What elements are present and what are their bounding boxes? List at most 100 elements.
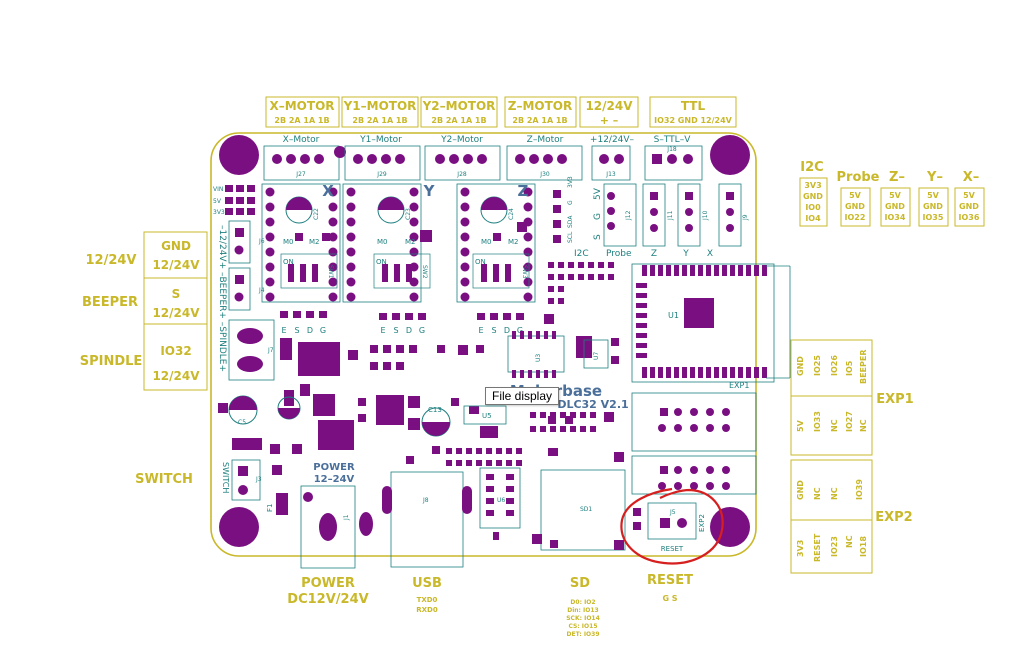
svg-text:RESET: RESET <box>813 533 822 562</box>
header-y2-motor: Y2–MOTOR 2B 2A 1A 1B <box>420 96 498 128</box>
svg-text:IO27: IO27 <box>845 411 854 432</box>
svg-text:J6: J6 <box>258 238 265 245</box>
svg-text:J12: J12 <box>625 210 632 221</box>
svg-text:VIN: VIN <box>213 186 223 193</box>
label-switch: SWITCH <box>135 472 193 487</box>
svg-text:C22: C22 <box>313 208 320 220</box>
sd-pin: D0: IO2 <box>570 599 595 606</box>
exp1-connector <box>631 392 757 452</box>
svg-text:G: G <box>419 326 425 335</box>
motor-connector-x: X–Motor J27 <box>263 135 340 181</box>
svg-text:J27: J27 <box>295 171 306 178</box>
svg-text:SDA: SDA <box>567 215 574 228</box>
svg-text:G: G <box>593 213 603 220</box>
svg-text:C13: C13 <box>428 406 442 414</box>
svg-text:M0: M0 <box>481 238 492 246</box>
svg-text:Y: Y <box>682 249 689 259</box>
svg-text:D: D <box>307 326 313 335</box>
label-beeper: BEEPER <box>82 295 138 310</box>
svg-text:Y: Y <box>423 182 436 200</box>
sd-card-slot: SD1 <box>532 452 626 551</box>
sd-pin: CS: IO15 <box>568 623 597 630</box>
capacitor-extra <box>277 396 301 420</box>
header-title: Z–MOTOR <box>508 99 572 113</box>
mounting-hole <box>710 135 750 175</box>
svg-text:I2C: I2C <box>800 160 823 175</box>
svg-text:C24: C24 <box>508 208 515 220</box>
svg-text:IO23: IO23 <box>830 536 839 557</box>
svg-text:SW2: SW2 <box>421 265 428 279</box>
header-y1-motor: Y1–MOTOR 2B 2A 1A 1B <box>341 96 419 128</box>
svg-text:D: D <box>504 326 510 335</box>
svg-text:Z: Z <box>518 182 529 200</box>
header-pins: 2B 2A 1A 1B <box>352 116 407 125</box>
pcb-outline <box>210 132 757 557</box>
svg-text:C5: C5 <box>238 419 246 426</box>
driver-z: C24 Z M0 M2 <box>456 182 536 303</box>
power-connector-j13: +12/24V– J13 <box>590 135 635 181</box>
svg-text:ON: ON <box>283 258 294 266</box>
pin-12-24v: 12/24V <box>152 306 200 320</box>
svg-text:+12/24V–: +12/24V– <box>590 135 635 145</box>
svg-text:J3: J3 <box>255 476 262 483</box>
svg-text:IO0: IO0 <box>805 203 821 212</box>
svg-text:SD1: SD1 <box>580 506 592 513</box>
svg-text:5V: 5V <box>593 187 603 200</box>
svg-text:GND: GND <box>959 202 979 211</box>
exp2-title: EXP2 <box>875 510 912 525</box>
svg-text:IO34: IO34 <box>885 213 906 222</box>
svg-text:Z: Z <box>651 249 657 259</box>
power-voltage-label: DC12V/24V <box>287 592 368 607</box>
svg-text:J18: J18 <box>666 146 677 153</box>
svg-text:M0: M0 <box>377 238 388 246</box>
file-display-tooltip: File display <box>485 387 560 405</box>
dip-switch-sw3: ON SW3 <box>472 253 530 289</box>
motor-connector-z: Z–Motor J30 <box>506 135 583 181</box>
pin-12-24v: 12/24V <box>152 258 200 272</box>
sd-label: SD <box>570 576 590 591</box>
svg-text:J13: J13 <box>605 171 616 178</box>
board-power-label: POWER <box>313 462 355 473</box>
header-ttl: TTL IO32 GND 12/24V <box>649 96 737 128</box>
header-strips <box>446 262 614 466</box>
svg-text:ON: ON <box>475 258 486 266</box>
svg-text:S: S <box>294 326 299 335</box>
usb-connector-j8: J8 <box>382 471 472 568</box>
svg-text:J8: J8 <box>422 497 429 504</box>
label-spindle: SPINDLE <box>80 354 143 369</box>
svg-text:IO35: IO35 <box>923 213 944 222</box>
svg-text:SW1: SW1 <box>327 265 334 279</box>
svg-text:I2C: I2C <box>574 249 589 259</box>
switch-connector-j3: SWITCH J3 F1 <box>221 459 274 512</box>
driver-y: C23 Y M0 M2 <box>342 182 436 303</box>
svg-text:Z–: Z– <box>889 170 905 185</box>
svg-text:5V: 5V <box>963 191 976 200</box>
svg-text:IO5: IO5 <box>845 360 854 376</box>
header-title: Y1–MOTOR <box>343 99 417 113</box>
svg-text:X: X <box>707 249 713 259</box>
svg-text:IO25: IO25 <box>813 355 822 376</box>
svg-text:NC: NC <box>830 487 839 500</box>
svg-text:GND: GND <box>845 202 865 211</box>
svg-text:GND: GND <box>796 356 805 376</box>
power-label: POWER <box>301 576 355 591</box>
header-pins: + – <box>600 114 619 127</box>
usb-pin-rxd0: RXD0 <box>416 606 438 614</box>
sd-pin: Din: IO13 <box>567 607 598 614</box>
exp2-pinout: GND NC NC IO39 3V3 RESET IO23 NC IO18 <box>790 459 873 574</box>
svg-text:5V: 5V <box>213 198 222 205</box>
pinout-probe: Probe 5V GND IO22 <box>837 170 880 227</box>
svg-text:G: G <box>517 326 523 335</box>
svg-text:J1: J1 <box>343 514 350 521</box>
header-z-motor: Z–MOTOR 2B 2A 1A 1B <box>504 96 577 128</box>
reset-pins: G S <box>662 594 677 603</box>
chip-u3: U3 <box>507 331 565 378</box>
pinout-z-limit: Z– 5V GND IO34 <box>880 170 911 227</box>
svg-text:GND: GND <box>796 480 805 500</box>
svg-text:NC: NC <box>859 419 868 432</box>
misc-components <box>218 314 619 515</box>
i2c-header: 3V3 SCL SDA G I2C <box>553 176 589 259</box>
board-power-voltage: 12–24V <box>314 474 355 485</box>
svg-text:NC: NC <box>830 419 839 432</box>
